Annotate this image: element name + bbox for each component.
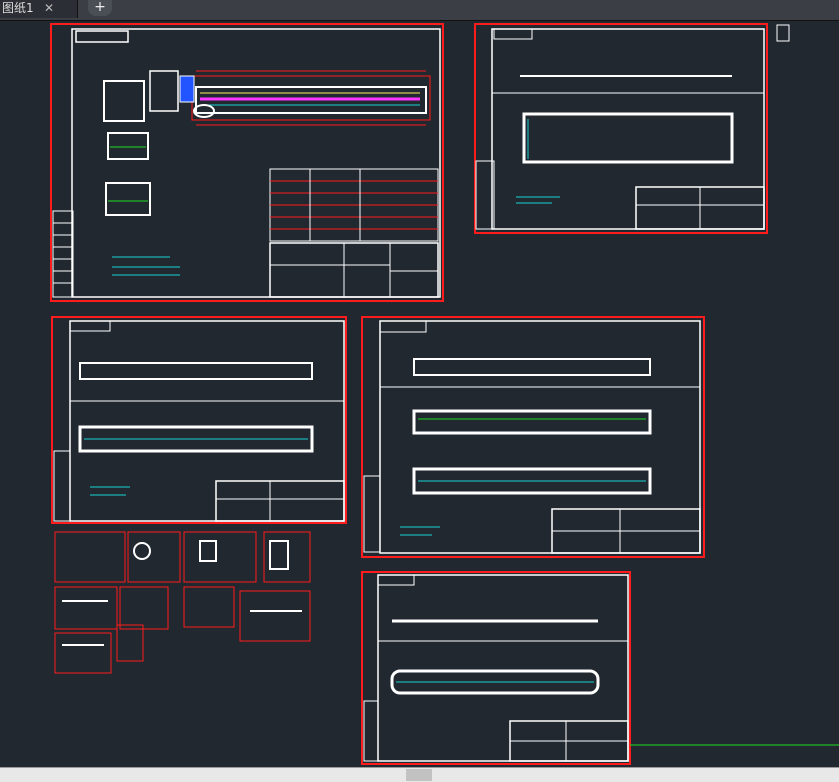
sheet-part-1 — [474, 23, 790, 234]
tab-bar: 图纸1 ✕ + — [0, 0, 839, 21]
tab-label: 图纸1 — [2, 1, 34, 15]
close-icon[interactable]: ✕ — [44, 1, 55, 15]
drawing-svg — [50, 23, 839, 765]
detail-thumbnails — [54, 531, 311, 674]
scroll-thumb[interactable] — [406, 769, 432, 781]
sheet-part-4 — [361, 571, 839, 765]
new-tab-button[interactable]: + — [88, 0, 112, 16]
drawing-canvas[interactable] — [0, 21, 839, 768]
sheet-assembly — [50, 23, 444, 302]
sheet-part-2 — [51, 316, 347, 524]
tab-drawing[interactable]: 图纸1 ✕ — [0, 0, 78, 18]
horizontal-scrollbar[interactable] — [0, 767, 839, 782]
sheet-part-3 — [361, 316, 705, 558]
